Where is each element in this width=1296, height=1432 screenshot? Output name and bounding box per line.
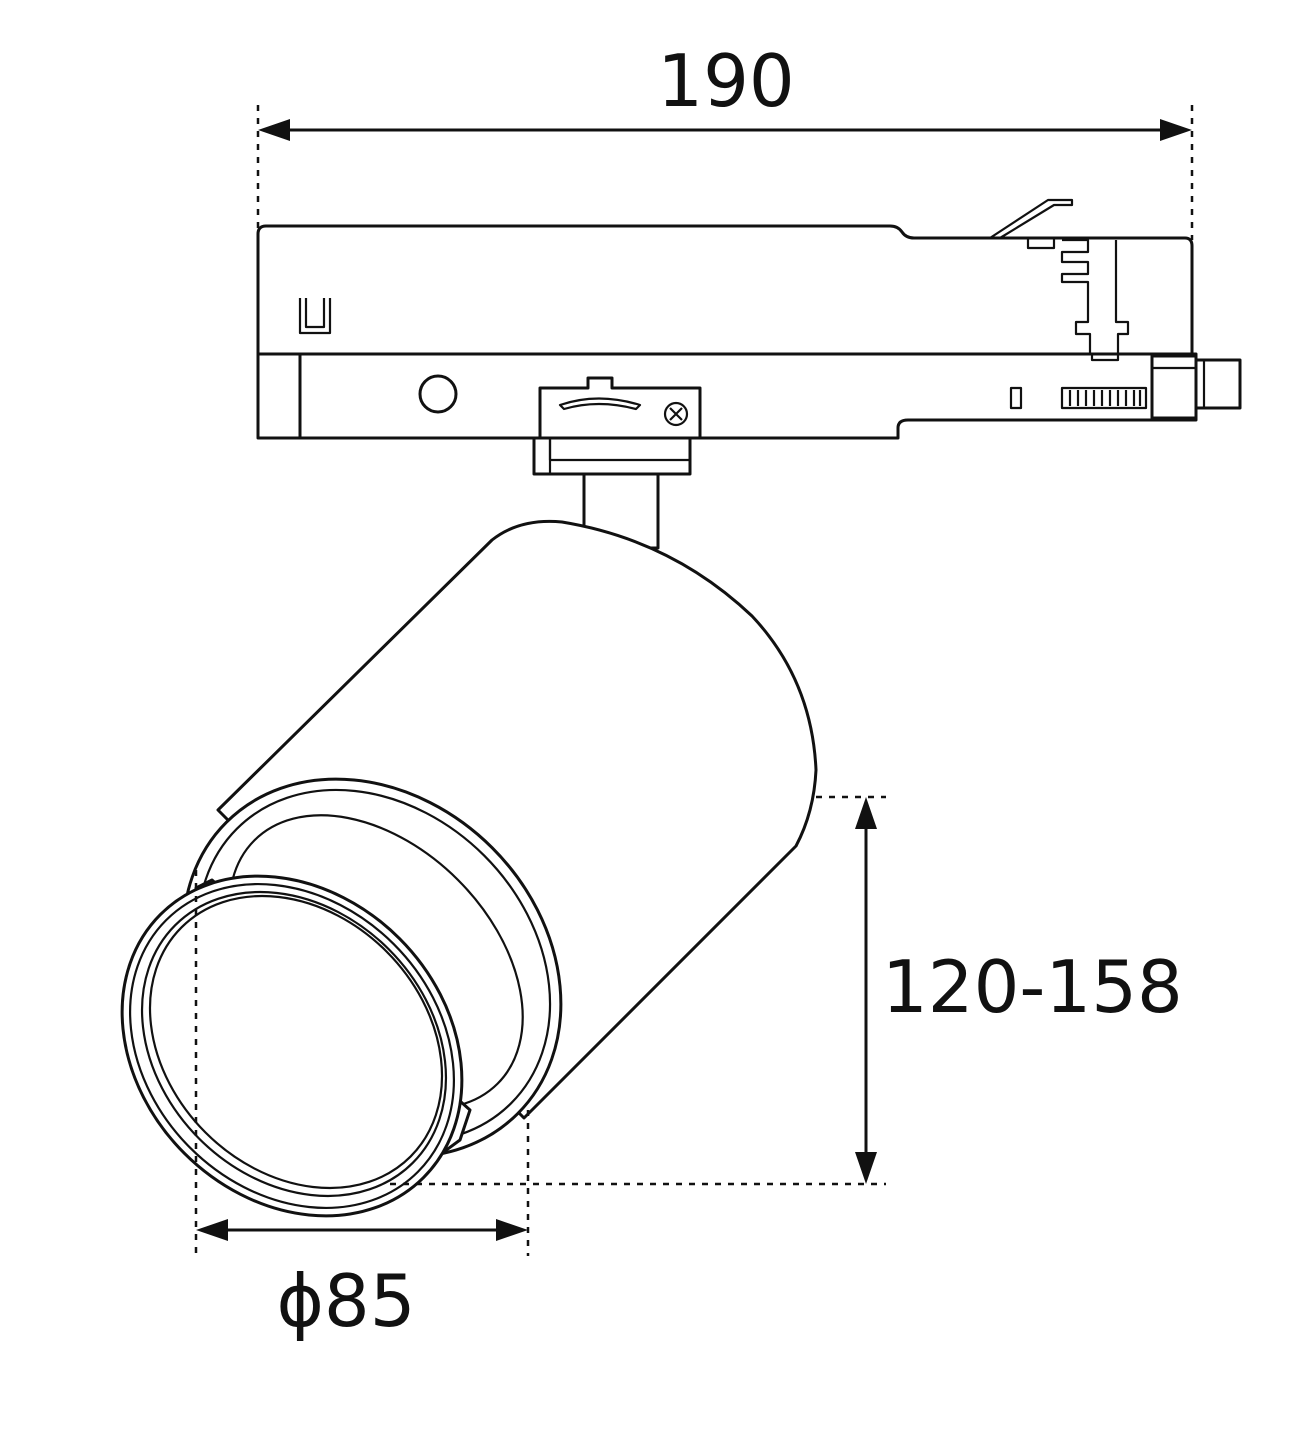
width-label: 190 bbox=[657, 39, 794, 123]
adapter-lower-body bbox=[256, 352, 1198, 440]
screw-icon bbox=[663, 401, 689, 427]
width-dimension: 190 bbox=[256, 39, 1194, 240]
cylinder-body bbox=[216, 519, 818, 1120]
latch-lever bbox=[989, 198, 1074, 239]
height-label: 120-158 bbox=[882, 945, 1183, 1029]
end-connector bbox=[1150, 354, 1242, 420]
u-slot-icon bbox=[298, 298, 332, 335]
snoot-front-ring bbox=[129, 883, 455, 1209]
dip-switch bbox=[1060, 386, 1148, 410]
latch-pin bbox=[1026, 236, 1056, 250]
height-dimension: 120-158 bbox=[390, 795, 1183, 1186]
mount-slot bbox=[558, 397, 642, 411]
height-arrow-bottom bbox=[855, 1152, 877, 1184]
round-button-icon bbox=[418, 374, 458, 414]
u-slot-inner bbox=[304, 298, 326, 329]
diameter-label: ϕ85 bbox=[276, 1259, 415, 1343]
adapter-upper-body bbox=[256, 224, 1194, 356]
contact-tab bbox=[1090, 352, 1120, 362]
width-arrow-left bbox=[258, 119, 290, 141]
diameter-arrow-right bbox=[496, 1219, 528, 1241]
snoot-front-outer bbox=[120, 874, 464, 1218]
track-adapter bbox=[256, 198, 1242, 440]
indicator-slot bbox=[1009, 386, 1023, 410]
snoot-front-lens bbox=[148, 894, 444, 1190]
mount-base bbox=[532, 436, 692, 476]
width-arrow-right bbox=[1160, 119, 1192, 141]
contact-profile bbox=[1060, 238, 1130, 356]
height-arrow-top bbox=[855, 797, 877, 829]
spot-cylinder bbox=[120, 519, 818, 1218]
screw-cross bbox=[669, 407, 683, 421]
snoot-front-inner bbox=[140, 890, 448, 1198]
diameter-arrow-left bbox=[196, 1219, 228, 1241]
diameter-dimension: ϕ85 bbox=[194, 870, 530, 1343]
